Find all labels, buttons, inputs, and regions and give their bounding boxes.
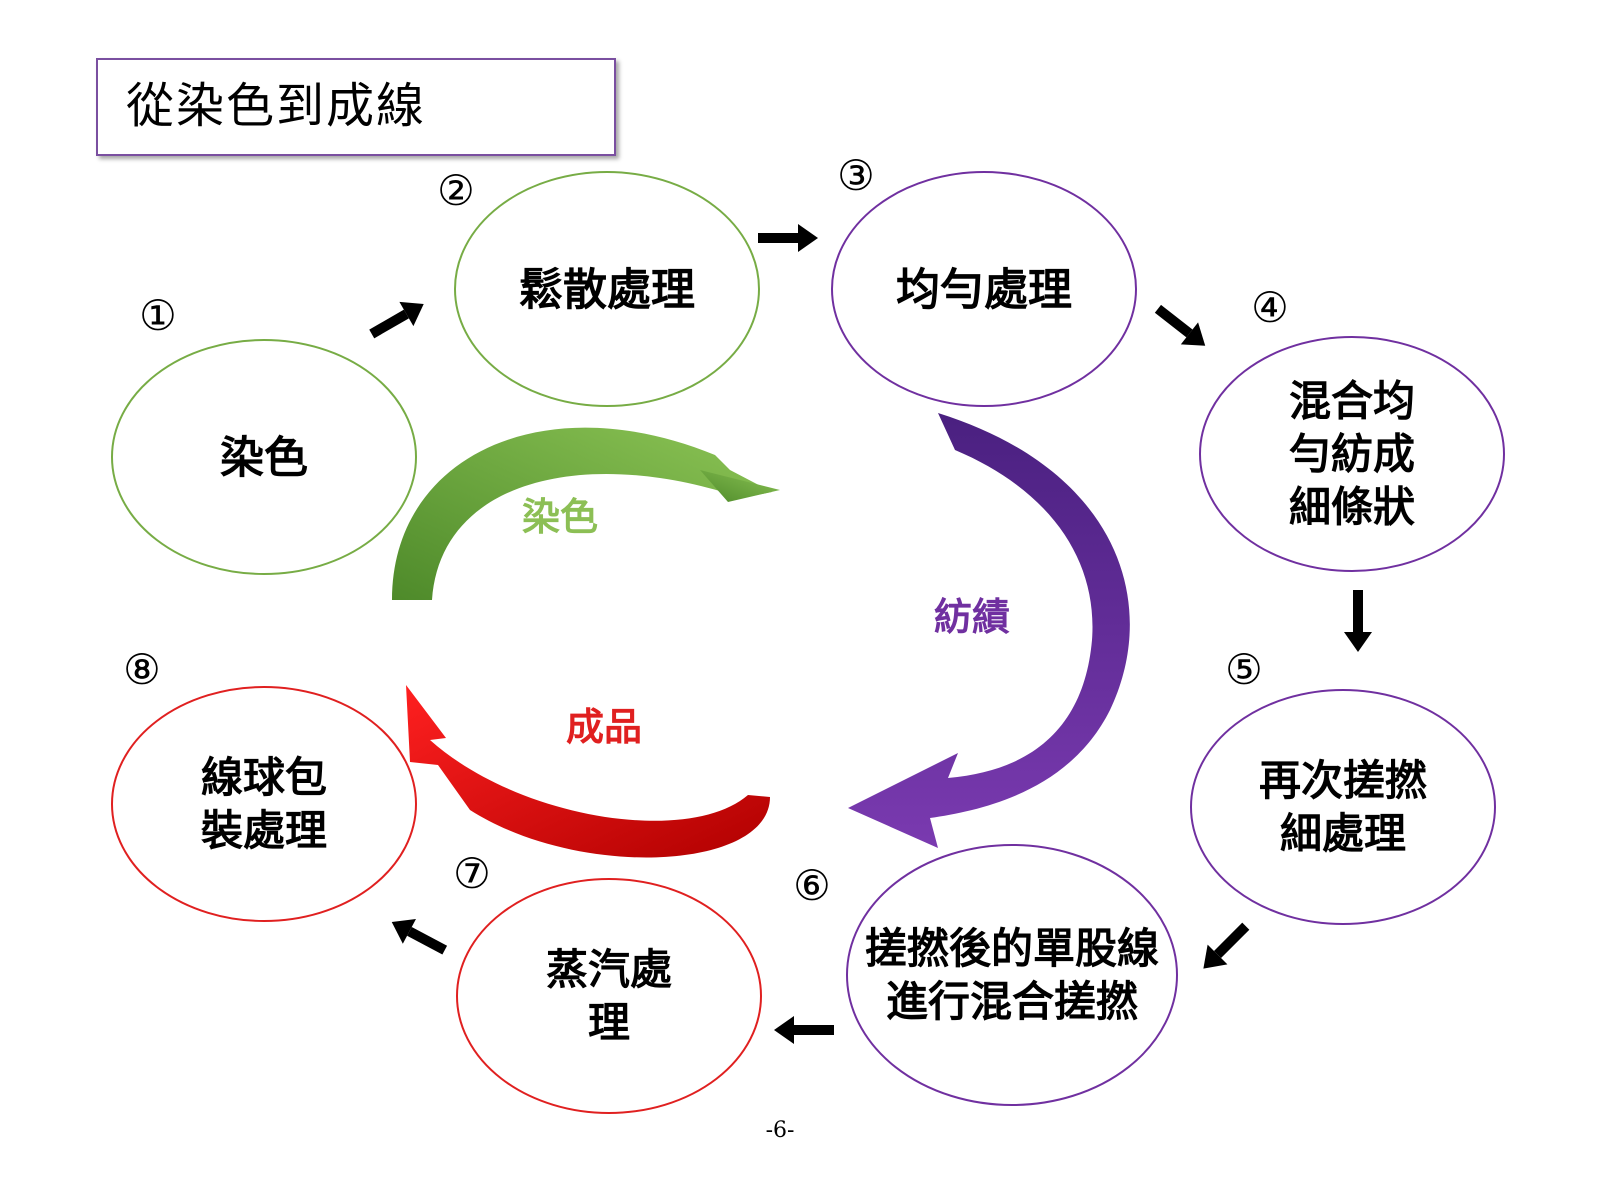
node-number: ⑥	[793, 861, 831, 910]
node-label-line: 理	[588, 998, 630, 1047]
node-label-line: 再次搓撚	[1259, 756, 1427, 805]
node-number: ③	[837, 151, 875, 200]
node-ellipse	[111, 339, 417, 575]
process-node-1: ① 染色	[111, 291, 417, 575]
node-label-line: 搓撚後的單股線	[865, 924, 1159, 973]
step-arrows	[369, 224, 1372, 1044]
node-label-line: 蒸汽處	[546, 945, 672, 994]
arrow-4-to-5	[1344, 590, 1372, 652]
arrow-2-to-3	[758, 224, 818, 252]
page-title: 從染色到成線	[126, 78, 427, 134]
arrow-5-to-6	[1203, 922, 1250, 969]
node-number: ②	[437, 166, 475, 215]
process-node-2: ② 鬆散處理	[437, 166, 760, 407]
node-label-line: 染色	[220, 432, 308, 483]
node-number: ⑧	[123, 645, 161, 694]
arrow-7-to-8	[391, 919, 448, 955]
arrow-3-to-4	[1154, 304, 1206, 346]
node-ellipse	[846, 844, 1178, 1106]
arrow-1-to-2	[369, 301, 424, 339]
node-ellipse	[1190, 689, 1496, 925]
arrow-6-to-7	[774, 1016, 834, 1044]
node-ellipse	[831, 171, 1137, 407]
stage-label-dyeing: 染色	[522, 494, 598, 539]
dyeing-curved-arrow	[392, 427, 780, 600]
node-label-line: 均勻處理	[896, 264, 1072, 315]
node-label-line: 勻紡成	[1289, 430, 1415, 479]
node-number: ⑤	[1225, 645, 1263, 694]
stage-label-product: 成品	[566, 704, 642, 749]
process-node-3: ③ 均勻處理	[831, 151, 1137, 407]
node-ellipse	[456, 878, 762, 1114]
node-ellipse	[111, 686, 417, 922]
node-label-line: 線球包	[201, 753, 327, 802]
node-label-line: 鬆散處理	[519, 264, 695, 315]
product-curved-arrow	[406, 685, 770, 858]
spinning-curved-arrow	[848, 413, 1130, 848]
node-ellipse	[1199, 336, 1505, 572]
node-number: ⑦	[453, 849, 491, 898]
title-box: 從染色到成線	[96, 58, 616, 156]
node-label-line: 細條狀	[1289, 483, 1415, 532]
node-number: ①	[139, 291, 177, 340]
node-label-line: 混合均	[1289, 377, 1415, 426]
node-number: ④	[1251, 283, 1289, 332]
node-label-line: 裝處理	[201, 806, 327, 855]
node-ellipse	[454, 171, 760, 407]
node-label-line: 進行混合搓撚	[886, 977, 1138, 1026]
node-label-line: 細處理	[1280, 809, 1406, 858]
stage-label-spinning: 紡績	[934, 594, 1010, 639]
page-number: -6-	[765, 1118, 795, 1143]
